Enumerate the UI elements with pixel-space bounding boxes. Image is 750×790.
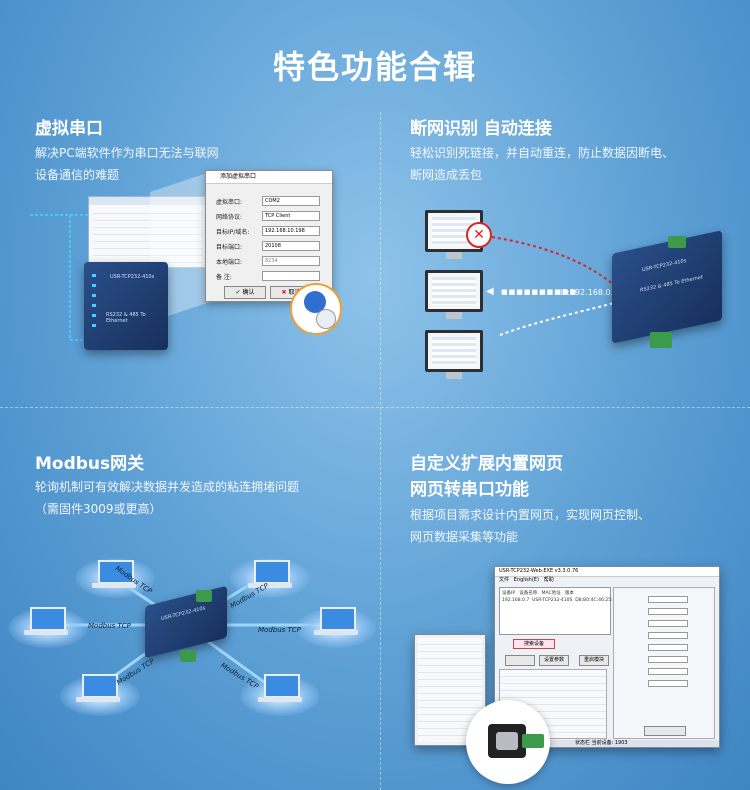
laptop-icon: [248, 560, 292, 590]
dialog-label: 目标端口:: [216, 244, 243, 251]
reconnect-ip: IP:192.168.0.200: [560, 288, 629, 297]
title-line: 自定义扩展内置网页: [410, 454, 563, 474]
dialog-label: 本地端口:: [216, 259, 243, 266]
db9-connector-icon: [466, 700, 550, 784]
virtual-port-select[interactable]: COM2: [262, 196, 320, 206]
device-model-label: USR-TCP232-410s: [161, 605, 206, 623]
reconnect-arrows: [491, 236, 626, 336]
serial-server-device: USR-TCP232-410s RS232 & 485 To Ethernet: [84, 262, 168, 350]
section-desc-web-page: 根据项目需求设计内置网页，实现网页控制、 网页数据采集等功能: [410, 504, 650, 548]
software-table: [93, 207, 203, 263]
cross-icon: ✖: [281, 289, 287, 296]
restart-module-button[interactable]: 重启模块: [579, 655, 609, 666]
section-title-modbus: Modbus网关: [35, 454, 145, 474]
search-device-button[interactable]: 搜索设备: [513, 639, 555, 649]
usb-icon: ⌁: [308, 328, 315, 339]
vertical-divider: [380, 112, 381, 790]
desc-line: 轮询机制可有效解决数据并发造成的粘连拥堵问题: [35, 480, 300, 494]
modbus-tcp-label: Modbus TCP: [258, 626, 301, 634]
mascot-icon: [290, 283, 342, 335]
desc-line: 设备通信的难题: [35, 168, 120, 182]
pc-monitor: [425, 330, 483, 379]
config-tool-window: USR-TCP232-Web.EXE v3.3.0.76 文件 English(…: [494, 566, 720, 748]
menu-item[interactable]: English(E): [513, 577, 539, 583]
modbus-tcp-label: Modbus TCP: [88, 622, 131, 630]
device-list-header: 设备IP 设备名称 MAC地址 版本: [502, 591, 574, 596]
laptop-icon: [92, 560, 136, 590]
window-title: USR-TCP232-Web.EXE v3.3.0.76: [495, 567, 719, 577]
desc-line: 断网造成丢包: [410, 168, 483, 182]
section-desc-auto-reconnect: 轻松识别死链接，并自动重连，防止数据因断电、 断网造成丢包: [410, 142, 674, 186]
section-desc-virtual-serial: 解决PC端软件作为串口无法与联网 设备通信的难题: [35, 142, 219, 186]
dialog-label: 网络协议:: [216, 214, 243, 221]
reconnect-dots: ■■■■■■■■■■: [501, 288, 578, 296]
target-port-field[interactable]: 20108: [262, 241, 320, 251]
add-virtual-port-dialog: 添加虚拟串口 虚拟串口: COM2 网络协议: TCP Client 目标IP/…: [205, 170, 333, 302]
terminal-block: [196, 590, 212, 602]
laptop-icon: [314, 607, 358, 637]
param-select[interactable]: [648, 668, 688, 675]
section-desc-modbus: 轮询机制可有效解决数据并发造成的粘连拥堵问题 （需固件3009或更高）: [35, 476, 299, 520]
software-toolbar: [89, 197, 207, 205]
param-select[interactable]: [648, 644, 688, 651]
laptop-icon: [258, 674, 302, 704]
arrow-left-icon: ◀: [486, 286, 494, 297]
param-select[interactable]: [648, 608, 688, 615]
device-sub-label: RS232 & 485 To Ethernet: [106, 312, 146, 324]
desc-line: 轻松识别死链接，并自动重连，防止数据因断电、: [410, 146, 675, 160]
terminal-block: [668, 236, 686, 248]
param-select[interactable]: [648, 680, 688, 687]
param-select[interactable]: [648, 620, 688, 627]
device-leds: [92, 274, 96, 328]
page-title: 特色功能合辑: [272, 48, 477, 86]
dialog-title: 添加虚拟串口: [206, 171, 332, 184]
local-port-field[interactable]: 8234: [262, 256, 320, 266]
desc-line: （需固件3009或更高）: [35, 502, 162, 516]
param-select[interactable]: [648, 596, 688, 603]
device-sub-label: RS232 & 485 To Ethernet: [640, 274, 703, 294]
section-title-auto-reconnect: 断网识别 自动连接: [410, 119, 552, 139]
set-params-button[interactable]: 设置参数: [539, 655, 569, 666]
laptop-icon: [24, 607, 68, 637]
target-ip-field[interactable]: 192.168.10.198: [262, 226, 320, 236]
param-select[interactable]: [648, 656, 688, 663]
terminal-block: [180, 650, 196, 662]
dialog-ok-button[interactable]: ✔ 确认: [224, 286, 266, 299]
dialog-label: 目标IP/域名:: [216, 229, 250, 236]
disconnect-x-icon: ✕: [466, 222, 492, 248]
pc-monitor: [425, 270, 483, 319]
param-select[interactable]: [648, 632, 688, 639]
serial-params-panel: [613, 587, 715, 739]
save-params-button[interactable]: [644, 726, 686, 736]
check-icon: ✔: [235, 289, 241, 296]
menu-bar: 文件 English(E) 帮助: [499, 577, 554, 584]
desc-line: 网页数据采集等功能: [410, 530, 519, 544]
status-bar: 状态栏 当前设备: 1903: [495, 740, 719, 747]
device-list: 设备IP 设备名称 MAC地址 版本 192.168.0.7 USR-TCP23…: [499, 587, 633, 635]
section-title-web-page: 自定义扩展内置网页 网页转串口功能: [410, 451, 563, 503]
toolbar-button[interactable]: [505, 655, 535, 666]
terminal-block: [650, 332, 672, 348]
protocol-select[interactable]: TCP Client: [262, 211, 320, 221]
dialog-label: 虚拟串口:: [216, 199, 243, 206]
laptop-icon: [76, 674, 120, 704]
device-model-label: USR-TCP232-410s: [110, 274, 155, 280]
section-title-virtual-serial: 虚拟串口: [35, 119, 103, 139]
pc-software-screenshot: [88, 196, 208, 268]
menu-item[interactable]: 帮助: [543, 577, 554, 583]
menu-item[interactable]: 文件: [499, 577, 510, 583]
dialog-label: 备 注:: [216, 274, 232, 281]
title-line: 网页转串口功能: [410, 480, 529, 500]
desc-line: 根据项目需求设计内置网页，实现网页控制、: [410, 508, 651, 522]
device-model-label: USR-TCP232-410s: [642, 257, 687, 274]
ok-label: 确认: [242, 289, 255, 296]
remark-field[interactable]: [262, 271, 320, 281]
desc-line: 解决PC端软件作为串口无法与联网: [35, 146, 219, 160]
horizontal-divider: [0, 407, 750, 408]
